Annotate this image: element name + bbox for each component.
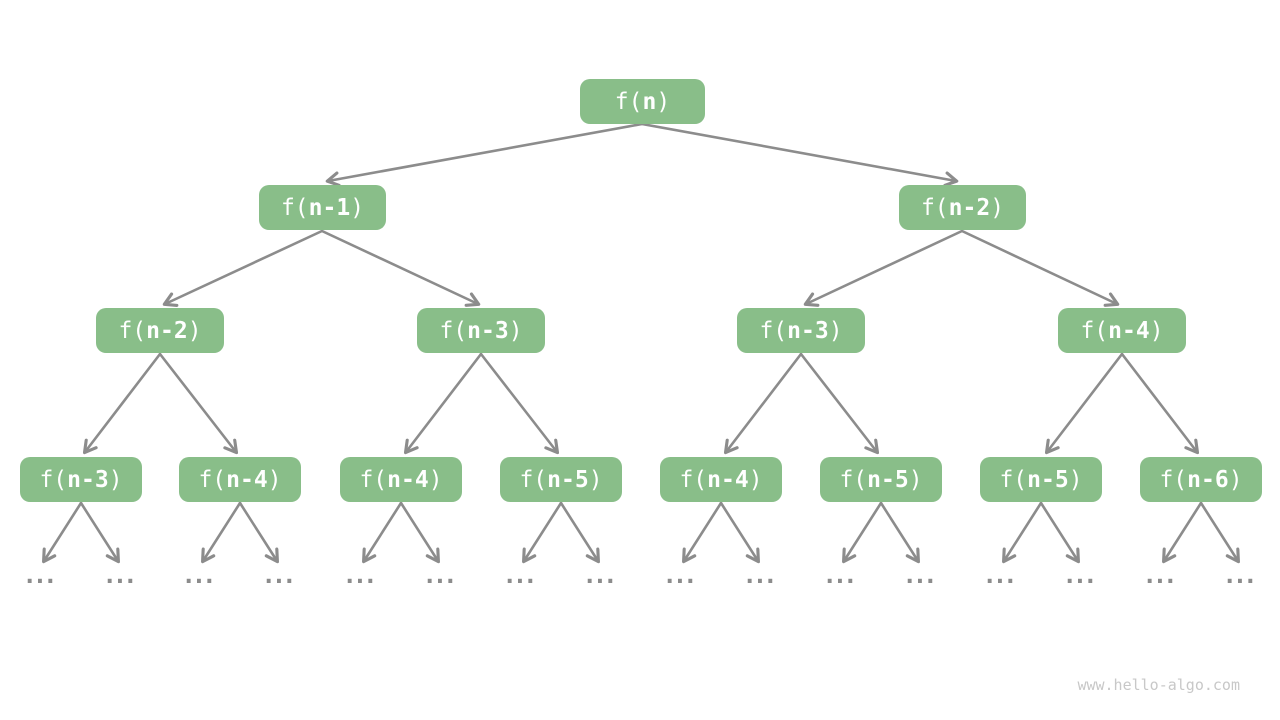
node-label: f(n-4) [1080, 317, 1164, 344]
ellipsis-leaf-3: ... [184, 564, 216, 589]
node-label: f(n-4) [198, 466, 282, 493]
edges-root [325, 122, 959, 187]
node-label: f(n-1) [280, 194, 365, 221]
ellipsis-leaf-15: ... [1145, 564, 1177, 589]
edges-level-3 [42, 501, 1240, 564]
ellipsis-leaf-13: ... [985, 564, 1017, 589]
watermark: www.hello-algo.com [1077, 676, 1240, 694]
node-label: f(n-4) [359, 466, 443, 493]
ellipsis-leaf-6: ... [425, 564, 457, 589]
node-label: f(n-2) [920, 194, 1005, 221]
ellipsis-leaf-5: ... [345, 564, 377, 589]
node-label: f(n-5) [999, 466, 1083, 493]
node-label: f(n-5) [519, 466, 603, 493]
node-l2-1: f(n-2) [96, 308, 224, 353]
node-l3-7: f(n-5) [980, 457, 1102, 502]
ellipsis-leaf-1: ... [25, 564, 57, 589]
node-label: f(n) [614, 88, 671, 115]
node-label: f(n-3) [759, 317, 843, 344]
edges-level-1 [162, 229, 1120, 307]
node-l3-6: f(n-5) [820, 457, 942, 502]
node-l3-8: f(n-6) [1140, 457, 1262, 502]
node-l2-4: f(n-4) [1058, 308, 1186, 353]
node-label: f(n-3) [39, 466, 123, 493]
ellipsis-leaf-16: ... [1225, 564, 1257, 589]
node-label: f(n-4) [679, 466, 763, 493]
ellipsis-leaf-14: ... [1065, 564, 1097, 589]
node-l1-right: f(n-2) [899, 185, 1026, 230]
node-root-f-n: f(n) [580, 79, 705, 124]
node-label: f(n-6) [1159, 466, 1243, 493]
node-l3-4: f(n-5) [500, 457, 622, 502]
node-label: f(n-3) [439, 317, 523, 344]
ellipsis-leaf-10: ... [745, 564, 777, 589]
ellipsis-leaf-7: ... [505, 564, 537, 589]
ellipsis-leaf-9: ... [665, 564, 697, 589]
node-l2-2: f(n-3) [417, 308, 545, 353]
node-l3-2: f(n-4) [179, 457, 301, 502]
node-l3-3: f(n-4) [340, 457, 462, 502]
node-l3-5: f(n-4) [660, 457, 782, 502]
ellipsis-leaf-8: ... [585, 564, 617, 589]
node-label: f(n-2) [118, 317, 202, 344]
ellipsis-leaf-11: ... [825, 564, 857, 589]
edges-level-2 [82, 352, 1200, 455]
node-l3-1: f(n-3) [20, 457, 142, 502]
node-label: f(n-5) [839, 466, 923, 493]
node-l1-left: f(n-1) [259, 185, 386, 230]
node-l2-3: f(n-3) [737, 308, 865, 353]
ellipsis-leaf-12: ... [905, 564, 937, 589]
ellipsis-leaf-2: ... [105, 564, 137, 589]
ellipsis-leaf-4: ... [264, 564, 296, 589]
